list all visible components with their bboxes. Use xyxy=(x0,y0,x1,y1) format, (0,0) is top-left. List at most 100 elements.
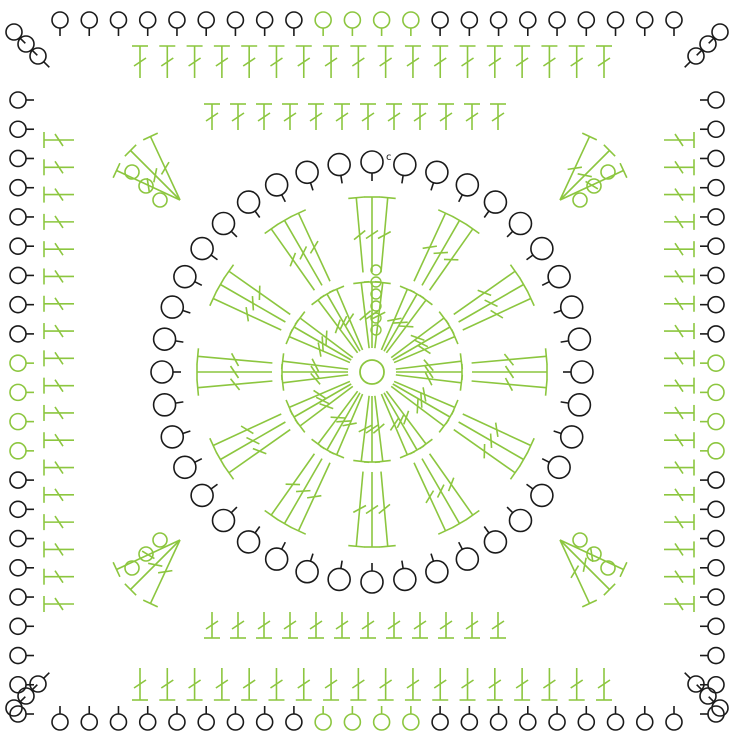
border-chain-top xyxy=(81,12,97,36)
circle-chain xyxy=(361,563,383,593)
border-chain-bottom xyxy=(461,706,477,730)
circle-chain xyxy=(554,426,583,448)
treble-left xyxy=(44,132,74,148)
treble-left xyxy=(44,432,74,448)
border-chain-top xyxy=(637,12,653,36)
inner-treble-outer xyxy=(472,364,547,380)
circle-chain xyxy=(191,238,217,260)
border-chain-left xyxy=(10,472,34,488)
border-chain-left xyxy=(10,560,34,576)
treble-inner-top xyxy=(464,104,480,130)
treble-left xyxy=(44,596,74,612)
treble-left xyxy=(44,487,74,503)
inner-treble-outer xyxy=(348,472,366,547)
circle-chain xyxy=(507,213,531,237)
inner-treble xyxy=(329,394,362,458)
border-chain-right xyxy=(700,297,724,313)
border-chain-bottom xyxy=(666,706,682,730)
inner-treble-outer xyxy=(265,224,315,290)
treble-left xyxy=(44,323,74,339)
treble-right xyxy=(664,350,694,366)
treble-inner-bottom xyxy=(464,612,480,638)
inner-treble-outer xyxy=(197,348,272,366)
treble-left xyxy=(44,268,74,284)
treble-right xyxy=(664,214,694,230)
treble-right xyxy=(664,596,694,612)
treble-inner-bottom xyxy=(256,612,272,638)
treble-top xyxy=(405,46,421,78)
border-chain-left xyxy=(10,180,34,196)
border-chain-right xyxy=(700,443,724,459)
treble-inner-top xyxy=(204,104,220,130)
treble-left xyxy=(44,541,74,557)
corner-treble xyxy=(125,540,180,595)
treble-top xyxy=(378,46,394,78)
treble-left xyxy=(44,241,74,257)
circle-chain xyxy=(154,394,184,416)
treble-bottom xyxy=(432,668,448,700)
border-chain-right xyxy=(700,267,724,283)
circle-chain xyxy=(174,266,202,288)
corner-treble xyxy=(560,540,615,595)
circle-chain xyxy=(191,484,217,506)
treble-bottom xyxy=(187,668,203,700)
circle-chain xyxy=(151,361,181,383)
treble-right xyxy=(664,132,694,148)
circle-chain xyxy=(238,527,260,553)
border-chain-corner xyxy=(697,36,716,55)
border-chain-top xyxy=(520,12,536,36)
circle-chain xyxy=(527,484,553,506)
circle-chain xyxy=(238,191,260,217)
border-chain-bottom xyxy=(432,706,448,730)
border-chain-right xyxy=(700,531,724,547)
border-chain-bottom xyxy=(549,706,565,730)
corner-treble xyxy=(113,163,180,200)
circle-chain xyxy=(328,561,350,591)
treble-bottom xyxy=(514,668,530,700)
border-chain-top xyxy=(666,12,682,36)
corner-chain xyxy=(573,533,587,547)
border-chain-right xyxy=(700,501,724,517)
circle-chain xyxy=(563,361,593,383)
slip-stitch-marker: c xyxy=(386,152,392,163)
border-chain-top xyxy=(315,12,331,36)
inner-treble-outer xyxy=(265,454,315,520)
border-chain-left xyxy=(10,355,34,371)
border-chain-right xyxy=(700,414,724,430)
inner-treble-outer xyxy=(378,197,396,272)
circle-chain xyxy=(527,238,553,260)
circle-chain xyxy=(266,174,288,202)
circle-chain xyxy=(507,507,531,531)
circle-chain xyxy=(161,426,190,448)
border-chain-left xyxy=(10,297,34,313)
outer-border-chain-round xyxy=(6,12,728,730)
border-chain-left xyxy=(10,92,34,108)
inner-treble xyxy=(396,372,462,390)
inner-treble-outer xyxy=(472,348,547,365)
border-chain-bottom xyxy=(578,706,594,730)
circle-chain xyxy=(213,507,237,531)
treble-inner-top xyxy=(360,104,376,130)
corner-treble xyxy=(143,540,180,607)
inner-treble xyxy=(282,373,348,390)
border-chain-bottom xyxy=(169,706,185,730)
circle-chain xyxy=(174,456,202,478)
treble-top xyxy=(596,46,612,78)
border-chain-top xyxy=(549,12,565,36)
border-chain-left xyxy=(10,384,34,400)
corner-chain xyxy=(153,533,167,547)
treble-right xyxy=(664,268,694,284)
circle-chain xyxy=(394,561,416,591)
border-chain-bottom xyxy=(374,706,390,730)
border-chain-bottom xyxy=(140,706,156,730)
treble-bottom xyxy=(541,668,557,700)
border-chain-top xyxy=(110,12,126,36)
inner-treble xyxy=(381,286,414,350)
inner-treble xyxy=(373,396,390,462)
border-chain-left xyxy=(10,326,34,342)
treble-right xyxy=(664,378,694,394)
border-chain-top xyxy=(286,12,302,36)
treble-left xyxy=(44,460,74,476)
border-chain-bottom xyxy=(198,706,214,730)
treble-right xyxy=(664,432,694,448)
